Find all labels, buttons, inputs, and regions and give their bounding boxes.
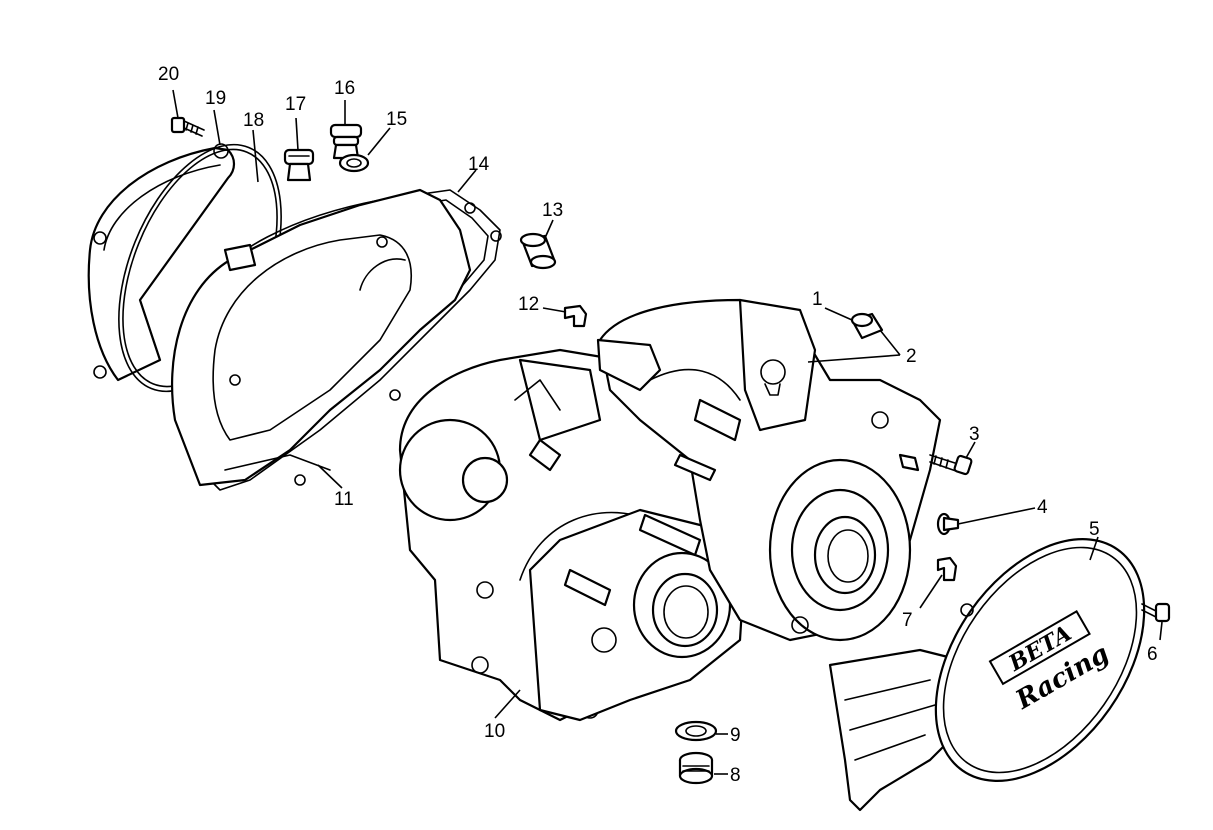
callout-20: 20 <box>158 64 179 85</box>
gearbox-housing <box>528 508 749 722</box>
part-5-ignition-cover: BETA Racing <box>828 538 1146 812</box>
part-17-plug <box>283 148 315 182</box>
leader-lines <box>172 89 1163 775</box>
part-16-plug <box>329 123 363 160</box>
callout-19: 19 <box>205 88 226 109</box>
part-11-clutch-cover <box>171 188 472 487</box>
part-13-bushing <box>519 232 557 270</box>
part-15-washer <box>338 153 370 173</box>
part-6-screw <box>1141 602 1171 623</box>
part-19-outer-cover <box>87 143 236 382</box>
callout-16: 16 <box>334 78 355 99</box>
part-4-screw <box>936 512 960 536</box>
part-1-dowel <box>850 312 884 340</box>
part-12-elbow <box>563 304 588 328</box>
callout-7: 7 <box>902 610 913 631</box>
part-7-elbow <box>936 556 958 582</box>
callout-14: 14 <box>468 154 490 175</box>
part-2-crankcase-right <box>596 298 942 642</box>
part-9-washer <box>674 720 718 742</box>
callout-2: 2 <box>906 346 917 367</box>
callout-18: 18 <box>243 110 264 131</box>
callout-15: 15 <box>386 109 407 130</box>
callout-12: 12 <box>518 294 539 315</box>
part-3-bolt <box>929 454 973 476</box>
callout-17: 17 <box>285 94 306 115</box>
callout-10: 10 <box>484 721 505 742</box>
callout-8: 8 <box>730 765 741 786</box>
callout-1: 1 <box>812 289 823 310</box>
part-20-screw <box>170 116 205 137</box>
callout-3: 3 <box>969 424 980 445</box>
callout-labels: 20 19 18 17 16 15 14 13 12 1 2 3 4 5 6 7… <box>158 64 1158 786</box>
callout-4: 4 <box>1037 497 1048 518</box>
part-8-plug <box>678 751 714 785</box>
callout-6: 6 <box>1147 644 1158 665</box>
callout-13: 13 <box>542 200 563 221</box>
callout-9: 9 <box>730 725 741 746</box>
callout-5: 5 <box>1089 519 1100 540</box>
callout-11: 11 <box>334 489 354 510</box>
